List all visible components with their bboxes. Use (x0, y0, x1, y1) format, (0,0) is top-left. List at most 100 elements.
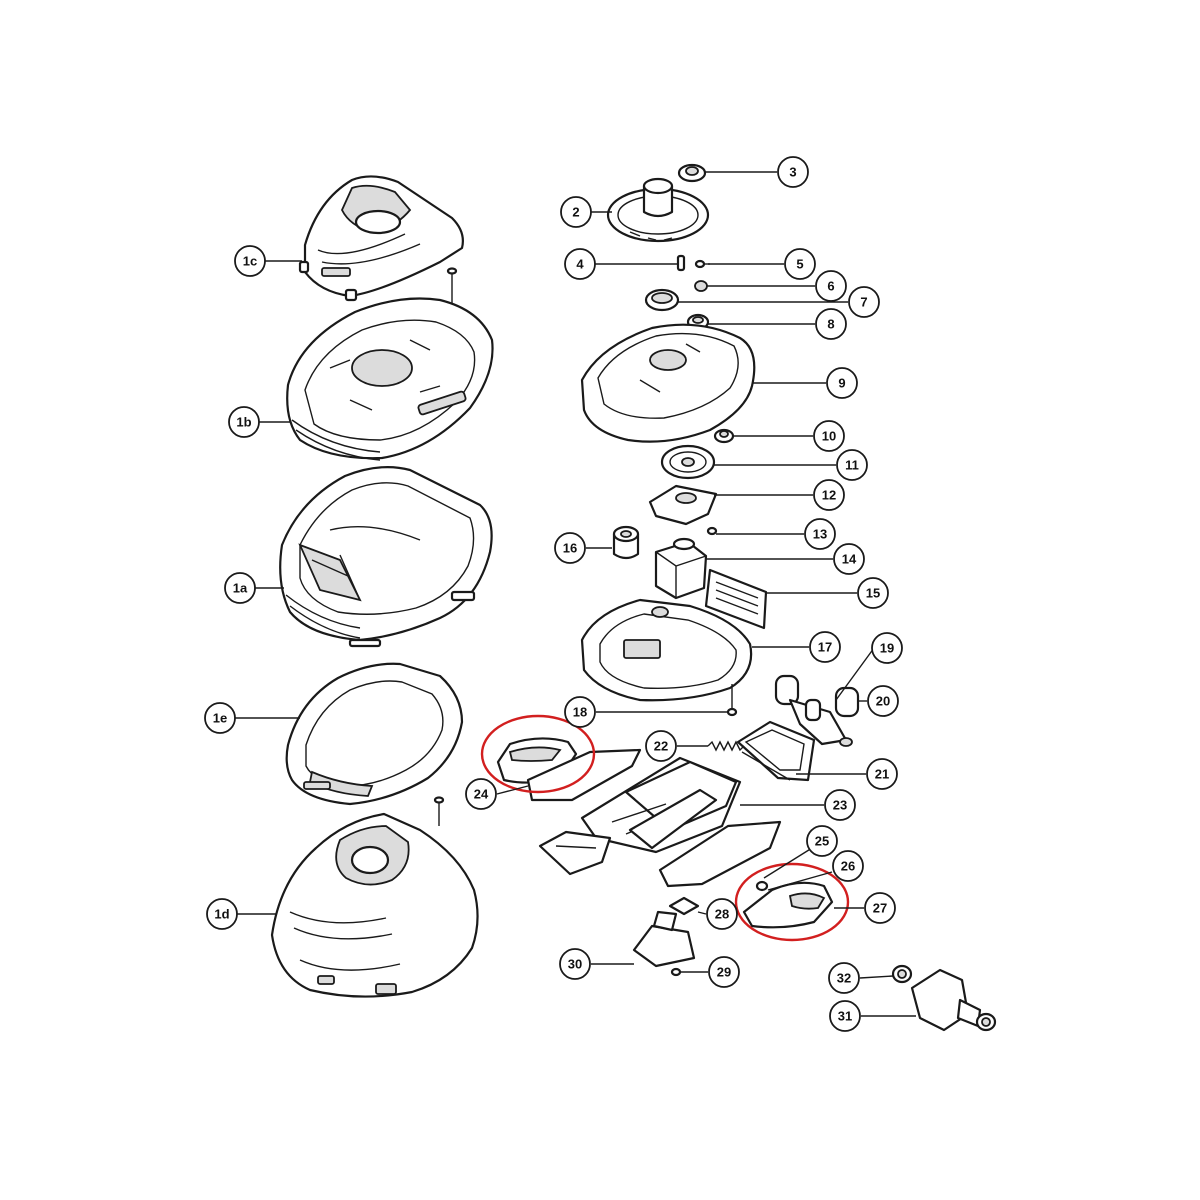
callout-17: 17 (809, 631, 841, 663)
callout-label-21: 21 (875, 767, 889, 782)
callout-label-8: 8 (827, 317, 834, 332)
callout-1b: 1b (228, 406, 260, 438)
callout-circle-10 (813, 420, 845, 452)
callout-label-25: 25 (815, 834, 829, 849)
callout-circle-22 (645, 730, 677, 762)
part-14-motor (654, 537, 708, 600)
part-track-guard-right (628, 788, 782, 888)
part-3-small-gear (677, 163, 707, 183)
part-4-pin (676, 254, 686, 272)
leader-lines (235, 171, 916, 1017)
callout-circle-6 (815, 270, 847, 302)
part-scoop (538, 830, 612, 876)
callout-label-23: 23 (833, 798, 847, 813)
callout-1e: 1e (204, 702, 236, 734)
callout-2: 2 (560, 196, 592, 228)
part-29-screw (670, 967, 682, 977)
callout-circle-30 (559, 948, 591, 980)
callout-31: 31 (829, 1000, 861, 1032)
callout-label-10: 10 (822, 429, 836, 444)
callout-label-1a: 1a (233, 581, 248, 596)
callout-label-19: 19 (880, 641, 894, 656)
part-10-small-gear (713, 428, 735, 444)
part-1b-upper-frame (286, 297, 494, 461)
callout-circle-16 (554, 532, 586, 564)
callout-label-11: 11 (845, 458, 859, 473)
callout-label-6: 6 (827, 279, 834, 294)
callout-label-22: 22 (654, 739, 668, 754)
callout-circle-1d (206, 898, 238, 930)
callout-label-9: 9 (838, 376, 845, 391)
callout-label-14: 14 (842, 552, 857, 567)
callout-22: 22 (645, 730, 677, 762)
callout-27: 27 (864, 892, 896, 924)
part-7-ring (644, 288, 680, 312)
part-27-track-guard-cover (742, 881, 834, 929)
callout-label-4: 4 (576, 257, 584, 272)
callout-circle-12 (813, 479, 845, 511)
callout-label-28: 28 (715, 907, 729, 922)
callout-6: 6 (815, 270, 847, 302)
callout-circle-31 (829, 1000, 861, 1032)
callout-9: 9 (826, 367, 858, 399)
part-17-lower-chassis (580, 598, 753, 702)
callout-circle-15 (857, 577, 889, 609)
callout-21: 21 (866, 758, 898, 790)
part-16-roller (612, 525, 640, 560)
callout-label-1e: 1e (213, 711, 227, 726)
callout-circle-2 (560, 196, 592, 228)
callout-24: 24 (465, 778, 497, 810)
part-31-hub-assembly (891, 964, 997, 1032)
callout-circle-27 (864, 892, 896, 924)
callout-circle-24 (465, 778, 497, 810)
callout-11: 11 (836, 449, 868, 481)
callout-label-5: 5 (796, 257, 803, 272)
callout-label-1c: 1c (243, 254, 257, 269)
callout-16: 16 (554, 532, 586, 564)
callout-circle-1e (204, 702, 236, 734)
part-28-clip (668, 896, 700, 916)
callout-label-7: 7 (860, 295, 867, 310)
callout-circle-21 (866, 758, 898, 790)
callout-label-3: 3 (789, 165, 796, 180)
callout-circle-29 (708, 956, 740, 988)
highlight-ring-part-27 (734, 862, 850, 942)
callout-label-31: 31 (838, 1009, 852, 1024)
callout-circle-18 (564, 696, 596, 728)
callout-18: 18 (564, 696, 596, 728)
part-1c-top-cover (298, 175, 464, 302)
callout-label-2: 2 (572, 205, 579, 220)
part-6-bushing (694, 280, 708, 292)
callout-label-29: 29 (717, 965, 731, 980)
callout-circle-8 (815, 308, 847, 340)
callout-circle-23 (824, 789, 856, 821)
callout-label-15: 15 (866, 586, 880, 601)
callout-32: 32 (828, 962, 860, 994)
callout-label-24: 24 (474, 787, 489, 802)
callout-3: 3 (777, 156, 809, 188)
callout-label-32: 32 (837, 971, 851, 986)
callout-circle-17 (809, 631, 841, 663)
callout-circle-14 (833, 543, 865, 575)
callout-4: 4 (564, 248, 596, 280)
callout-23: 23 (824, 789, 856, 821)
callout-circle-26 (832, 850, 864, 882)
callout-label-20: 20 (876, 694, 890, 709)
callout-1c: 1c (234, 245, 266, 277)
callout-label-1d: 1d (214, 907, 229, 922)
callout-circle-32 (828, 962, 860, 994)
callout-12: 12 (813, 479, 845, 511)
callout-label-1b: 1b (236, 415, 251, 430)
part-26-screw (755, 880, 769, 892)
callout-circle-7 (848, 286, 880, 318)
callout-13: 13 (804, 518, 836, 550)
part-1a-base-housing (279, 466, 493, 648)
callout-circle-11 (836, 449, 868, 481)
part-9-gearbox-top (580, 323, 756, 443)
part-22-spring (707, 740, 791, 781)
callout-label-16: 16 (563, 541, 577, 556)
callout-15: 15 (857, 577, 889, 609)
part-11-large-gear (660, 444, 716, 480)
callout-circle-1a (224, 572, 256, 604)
part-13-screw (706, 526, 718, 536)
